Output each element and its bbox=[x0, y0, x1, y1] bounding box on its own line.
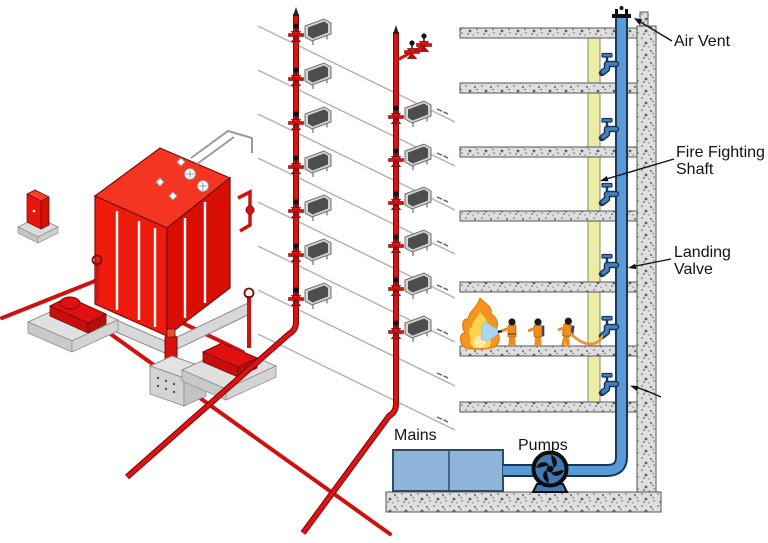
building-section bbox=[385, 6, 662, 513]
riser-top-tip bbox=[393, 25, 399, 34]
landing-valve-label: Landing Valve bbox=[674, 244, 731, 278]
riser-valve-icon bbox=[387, 276, 405, 297]
floor-slab bbox=[459, 146, 638, 158]
tank-hatches bbox=[155, 157, 209, 201]
hose-cabinet-icon bbox=[404, 186, 432, 214]
hose-cabinet-icon bbox=[404, 272, 432, 300]
hose-cabinet-icon bbox=[404, 143, 432, 171]
hose-nozzle bbox=[497, 329, 503, 334]
riser-valve-icon bbox=[387, 190, 405, 211]
landing-valve-icon bbox=[602, 119, 616, 139]
mains-water-tank bbox=[392, 449, 504, 492]
ground-slab bbox=[385, 491, 662, 513]
air-vent-label: Air Vent bbox=[674, 33, 731, 50]
hose-cabinet-icon bbox=[304, 194, 332, 222]
hose-cabinet-icon bbox=[304, 106, 332, 134]
firefighter-icon bbox=[527, 318, 545, 347]
discharge-header-pipe bbox=[103, 328, 392, 536]
suction-pipe bbox=[0, 279, 97, 320]
floor-slab bbox=[459, 210, 638, 222]
riser-valve-icon bbox=[287, 154, 305, 175]
isometric-risers bbox=[125, 7, 456, 535]
mains-label: Mains bbox=[394, 427, 437, 444]
hose-cabinet-icon bbox=[304, 18, 332, 46]
pump-icon bbox=[531, 450, 569, 493]
landing-valve-arrow bbox=[630, 258, 672, 268]
fire-water-tank bbox=[93, 129, 255, 338]
roof-slab bbox=[459, 27, 638, 39]
riser-pipe-2 bbox=[300, 25, 433, 535]
pumps-label: Pumps bbox=[518, 437, 568, 454]
fire-fighting-shaft-arrow bbox=[602, 158, 675, 181]
riser-valve-icon bbox=[387, 147, 405, 168]
firefighter-icon bbox=[497, 318, 517, 347]
hose-cabinet-icon bbox=[404, 100, 432, 128]
riser-valve-icon bbox=[387, 319, 405, 340]
fire-pump-a bbox=[26, 254, 120, 353]
riser-top-tip bbox=[293, 7, 299, 16]
floor-level-lines bbox=[257, 25, 456, 431]
hose-cabinet-icon bbox=[304, 238, 332, 266]
riser-pipe-1 bbox=[125, 7, 299, 480]
floor-slab bbox=[459, 401, 638, 413]
isometric-pump-room bbox=[0, 129, 392, 536]
landing-valve-icon bbox=[602, 374, 616, 394]
control-box-dots bbox=[156, 376, 176, 394]
riser-valve-icon bbox=[387, 233, 405, 254]
landing-valve-icon bbox=[602, 54, 616, 74]
hose-cabinet-icon bbox=[304, 150, 332, 178]
riser-valve-icon bbox=[287, 242, 305, 263]
floor-slab bbox=[459, 82, 638, 94]
fire-fighting-shaft-label: Fire Fighting Shaft bbox=[676, 144, 765, 178]
annotation-arrows bbox=[600, 18, 675, 398]
floor-slabs bbox=[459, 27, 638, 413]
firefighter-icon bbox=[557, 317, 575, 347]
riser-valve-icon bbox=[287, 286, 305, 307]
landing-valve-icon bbox=[602, 184, 616, 204]
floor-slab bbox=[459, 281, 638, 293]
riser-valve-icon bbox=[287, 22, 305, 43]
tank-panel-seams bbox=[115, 202, 207, 327]
tank-side-pipe bbox=[237, 189, 255, 233]
hose-cabinet-icon bbox=[304, 282, 332, 310]
riser-valve-icon bbox=[287, 66, 305, 87]
fire-pump-control-panel bbox=[16, 189, 60, 244]
wet-riser-pipe bbox=[503, 16, 628, 477]
air-vent-arrow bbox=[636, 19, 673, 42]
riser-valve-icon bbox=[387, 104, 405, 125]
landing-valve-icon bbox=[602, 317, 616, 337]
floor-slab bbox=[459, 345, 638, 357]
water-spray-icon bbox=[480, 321, 502, 342]
landing-valve-icon bbox=[602, 255, 616, 275]
riser-valve-icon bbox=[287, 198, 305, 219]
hose-cabinet-icon bbox=[304, 62, 332, 90]
hose-cabinet-icon bbox=[404, 229, 432, 257]
riser-valve-icon bbox=[287, 110, 305, 131]
fire-hose bbox=[565, 329, 604, 346]
air-vent-icon bbox=[612, 6, 631, 18]
tank-top-piping bbox=[190, 129, 253, 165]
building-wall bbox=[636, 25, 657, 494]
fire-icon bbox=[459, 296, 500, 350]
fire-pump-b bbox=[180, 287, 278, 401]
